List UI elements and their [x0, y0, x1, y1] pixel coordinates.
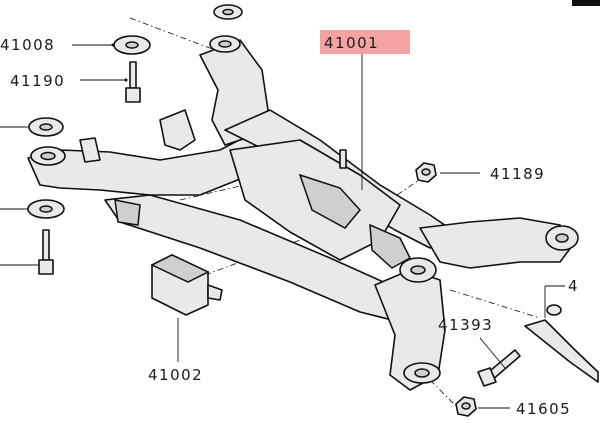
- label-41189[interactable]: 41189: [490, 165, 545, 183]
- washer-top: [213, 4, 243, 20]
- washer-left-2: [27, 199, 65, 219]
- frame-bushings: [30, 35, 579, 384]
- label-4-edge[interactable]: 4: [568, 277, 579, 295]
- nut-41605: [455, 396, 477, 417]
- bolt-41190: [125, 61, 141, 103]
- label-41001[interactable]: 41001: [324, 34, 379, 52]
- washer-41008: [113, 35, 151, 55]
- label-41002[interactable]: 41002: [148, 366, 203, 384]
- leader-lines: [0, 43, 565, 409]
- link-rod: [524, 304, 599, 383]
- bracket-41002: [150, 254, 223, 316]
- bolt-41393: [477, 349, 521, 387]
- corner-mark: [572, 0, 600, 6]
- label-41190[interactable]: 41190: [10, 72, 65, 90]
- crossmember-frame: [27, 39, 576, 391]
- highlight-box-41001: [320, 30, 410, 54]
- label-41605[interactable]: 41605: [516, 400, 571, 418]
- label-41393[interactable]: 41393: [438, 316, 493, 334]
- nut-41189: [415, 162, 437, 183]
- washer-left-1: [28, 117, 64, 137]
- label-41008[interactable]: 41008: [0, 36, 55, 54]
- bolt-left: [38, 229, 54, 275]
